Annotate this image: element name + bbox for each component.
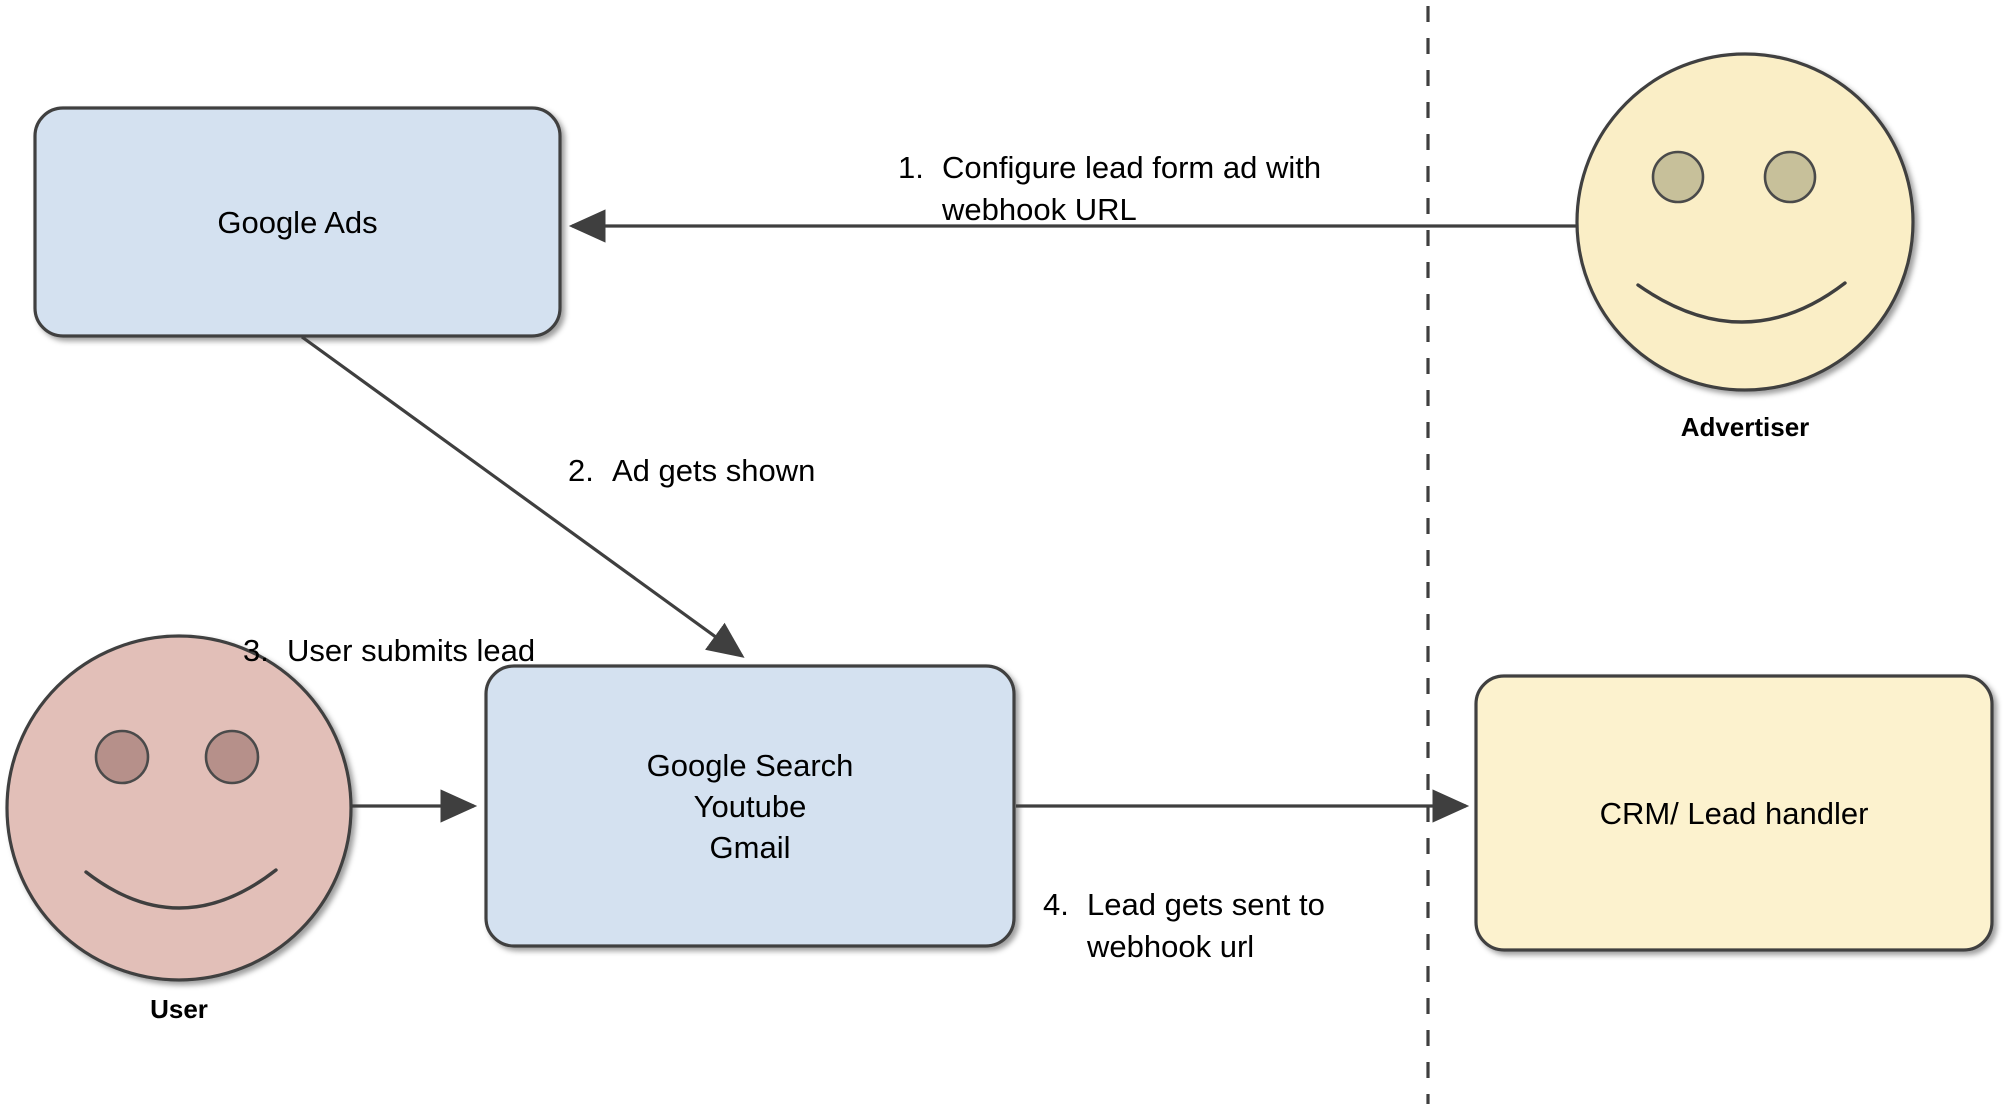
user-right-eye-icon	[204, 729, 260, 785]
edge-1-text: Configure lead form ad with webhook URL	[942, 150, 1322, 227]
advertiser-left-eye-icon	[1651, 150, 1705, 204]
actor-user-face-icon[interactable]	[5, 634, 353, 982]
edge-4-label: 4. Lead gets sent to webhook url	[1043, 842, 1443, 968]
node-google-surfaces[interactable]	[484, 664, 1016, 948]
actor-advertiser-caption: Advertiser	[1680, 412, 1810, 442]
edge-3-text: User submits lead	[287, 633, 536, 668]
edge-2-text: Ad gets shown	[612, 453, 816, 488]
edge-4-number: 4.	[1043, 887, 1069, 922]
user-left-eye-icon	[94, 729, 150, 785]
advertiser-right-eye-icon	[1763, 150, 1817, 204]
actor-user-caption: User	[150, 994, 208, 1024]
node-google-ads[interactable]	[33, 106, 562, 338]
node-crm-lead-handler[interactable]	[1474, 674, 1994, 952]
edge-4-text: Lead gets sent to webhook url	[1087, 887, 1325, 964]
edge-1-label: 1. Configure lead form ad with webhook UR…	[898, 105, 1418, 231]
advertiser-smile-icon	[1636, 281, 1847, 324]
edge-3-number: 3.	[243, 633, 269, 668]
edge-2-label: 2. Ad gets shown	[568, 408, 998, 492]
edge-google-ads-to-surfaces[interactable]	[301, 335, 745, 658]
edge-2-number: 2.	[568, 453, 594, 488]
user-smile-icon	[84, 868, 278, 910]
edge-3-label: 3. User submits lead	[243, 588, 673, 672]
edge-1-number: 1.	[898, 150, 924, 185]
actor-advertiser-face-icon[interactable]	[1575, 52, 1915, 392]
